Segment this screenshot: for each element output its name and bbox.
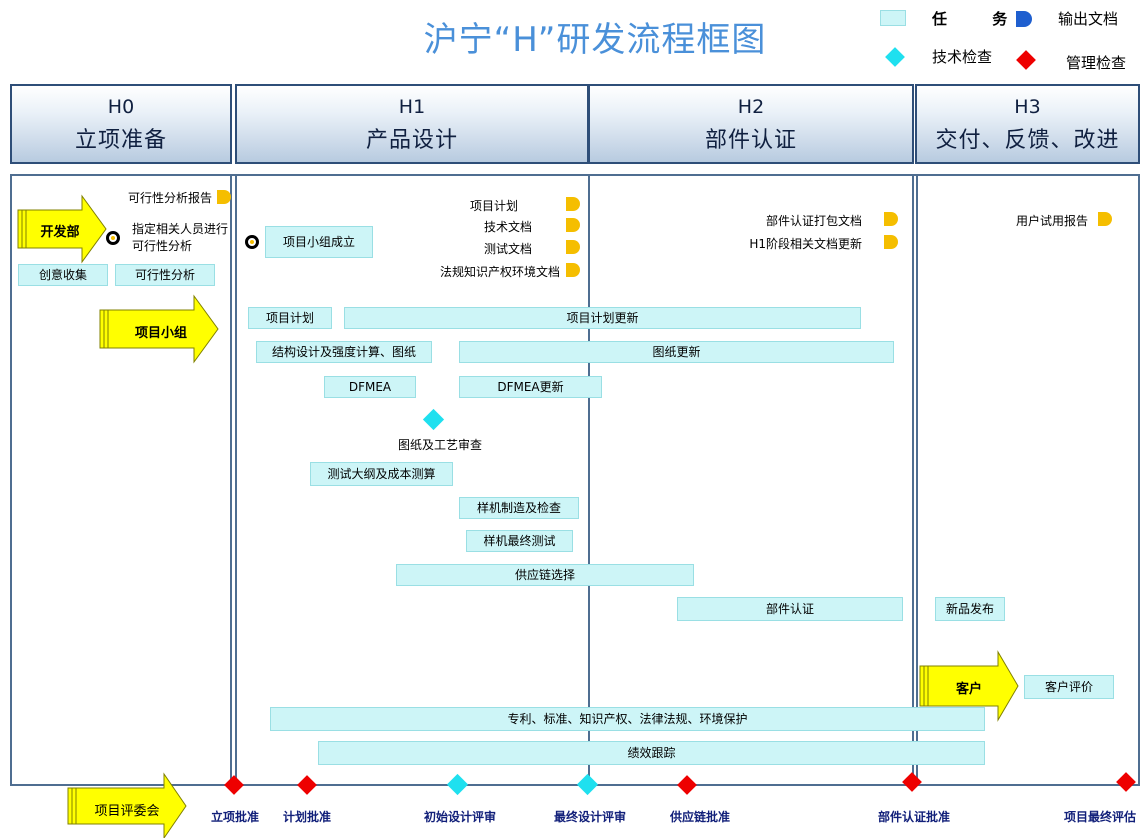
task-feasibility: 可行性分析	[115, 264, 215, 286]
review-committee-label: 项目评委会	[94, 804, 160, 819]
doc-label: 可行性分析报告	[127, 191, 212, 205]
legend-task-label: 任 务	[932, 10, 1028, 28]
phase-divider-h2-h3-inner	[916, 174, 918, 786]
start-marker-icon	[245, 235, 259, 249]
start-marker-icon	[106, 231, 120, 245]
output-doc-icon	[217, 190, 231, 204]
milestone-label: 最终设计评审	[553, 810, 626, 824]
doc-label: 项目计划	[469, 199, 518, 213]
phase-name: 部件认证	[704, 128, 797, 153]
dev-dept-label: 开发部	[40, 225, 80, 240]
task-plan-update: 项目计划更新	[344, 307, 861, 329]
phase-name: 立项准备	[74, 128, 167, 153]
task-test-outline: 测试大纲及成本测算	[310, 462, 453, 486]
doc-label: H1阶段相关文档更新	[749, 237, 862, 251]
task-dfmea: DFMEA	[324, 376, 416, 398]
task-team-formed: 项目小组成立	[265, 226, 373, 258]
task-compliance: 专利、标准、知识产权、法律法规、环境保护	[270, 707, 985, 731]
task-prototype-build: 样机制造及检查	[459, 497, 579, 519]
task-drawing-update: 图纸更新	[459, 341, 894, 363]
phase-header-h2: H2 部件认证	[588, 84, 914, 164]
milestone-label: 供应链批准	[669, 810, 730, 824]
phase-divider-h0-h1-inner	[235, 174, 237, 786]
output-doc-icon	[884, 235, 898, 249]
milestone-label: 部件认证批准	[877, 810, 950, 824]
customer-arrow	[919, 650, 1019, 722]
review-committee-arrow	[67, 772, 187, 838]
task-performance: 绩效跟踪	[318, 741, 985, 765]
phase-code: H0	[107, 96, 135, 118]
output-doc-icon	[566, 197, 580, 211]
task-idea-collection: 创意收集	[18, 264, 108, 286]
task-supply-chain: 供应链选择	[396, 564, 694, 586]
phase-divider-h0-h1	[230, 174, 232, 786]
milestone-label: 计划批准	[282, 810, 331, 824]
project-team-label: 项目小组	[134, 326, 187, 341]
phase-name: 交付、反馈、改进	[935, 128, 1120, 153]
phase-name: 产品设计	[365, 128, 458, 153]
doc-label: 用户试用报告	[1015, 214, 1088, 228]
output-doc-icon	[566, 218, 580, 232]
project-team-arrow	[99, 294, 219, 364]
legend-tech-check-label: 技术检查	[932, 48, 993, 66]
mgmt-check-legend-icon	[1016, 50, 1036, 70]
doc-label: 测试文档	[483, 242, 532, 256]
milestone-label: 立项批准	[210, 810, 259, 824]
legend: 任 务 输出文档 技术检查 管理检查	[880, 6, 1138, 76]
dev-dept-arrow	[17, 194, 107, 264]
phase-body-frame	[10, 174, 1140, 786]
output-doc-icon	[884, 212, 898, 226]
page-title: 沪宁“H”研发流程框图	[423, 20, 767, 60]
customer-label: 客户	[955, 682, 982, 697]
doc-label: 法规知识产权环境文档	[439, 265, 560, 279]
legend-mgmt-check-label: 管理检查	[1066, 54, 1127, 72]
output-doc-icon	[566, 263, 580, 277]
phase-code: H3	[1014, 96, 1041, 118]
legend-output-doc-label: 输出文档	[1058, 10, 1119, 28]
doc-label: 技术文档	[483, 220, 532, 234]
milestone-label: 初始设计评审	[423, 810, 496, 824]
assign-staff-note: 指定相关人员进行可行性分析	[132, 222, 229, 253]
task-customer-eval: 客户评价	[1024, 675, 1114, 699]
milestone-label: 项目最终评估	[1063, 810, 1136, 824]
phase-code: H1	[398, 96, 426, 118]
phase-code: H2	[737, 96, 765, 118]
doc-label: 部件认证打包文档	[765, 214, 862, 228]
phase-divider-h2-h3	[912, 174, 914, 786]
drawing-review-label: 图纸及工艺审查	[397, 438, 482, 452]
output-doc-icon	[1098, 212, 1112, 226]
output-doc-legend-icon	[1016, 11, 1032, 27]
legend-task-swatch	[880, 10, 906, 26]
phase-divider-h1-h2	[588, 174, 590, 786]
phase-header-h3: H3 交付、反馈、改进	[915, 84, 1140, 164]
tech-check-legend-icon	[885, 47, 905, 67]
task-new-release: 新品发布	[935, 597, 1005, 621]
output-doc-icon	[566, 240, 580, 254]
task-dfmea-update: DFMEA更新	[459, 376, 602, 398]
phase-header-h0: H0 立项准备	[10, 84, 232, 164]
task-prototype-test: 样机最终测试	[466, 530, 573, 552]
task-structure-design: 结构设计及强度计算、图纸	[256, 341, 432, 363]
task-part-cert: 部件认证	[677, 597, 903, 621]
task-project-plan: 项目计划	[248, 307, 332, 329]
phase-header-h1: H1 产品设计	[235, 84, 589, 164]
